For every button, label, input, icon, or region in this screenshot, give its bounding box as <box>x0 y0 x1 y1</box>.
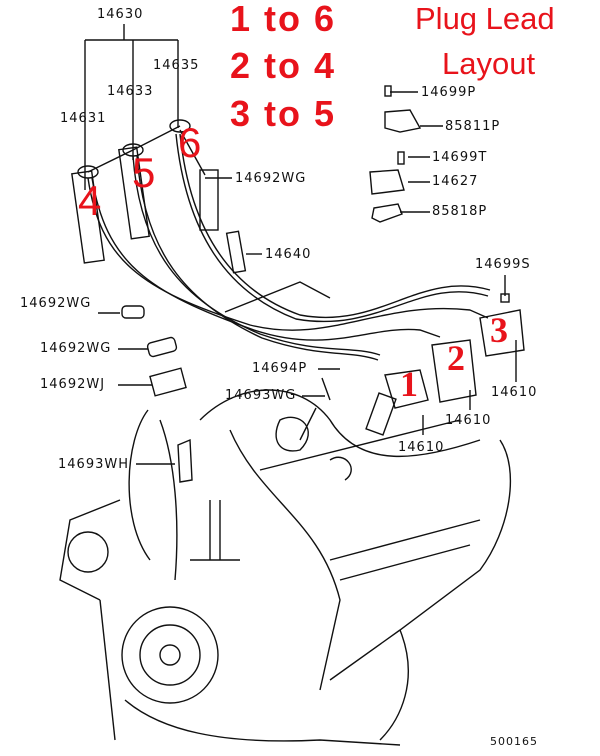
part-label-bracket-p: 85811P <box>445 119 501 134</box>
part-label-lead-5: 14633 <box>107 84 154 99</box>
part-label-lead-set: 14630 <box>97 7 144 22</box>
cylinder-number-3: 3 <box>490 310 508 350</box>
firing-pair-3-5: 3 to 5 <box>230 93 337 134</box>
clips <box>121 305 331 483</box>
part-label-nut-p: 14694P <box>252 361 308 376</box>
diagram-code: 500165 <box>490 735 538 748</box>
small-parts <box>369 85 510 303</box>
engine-block <box>59 281 512 746</box>
part-label-bolt-p: 14699P <box>421 85 477 100</box>
part-label-clip-upper: 14692WG <box>235 171 307 186</box>
part-label-clip-wh: 14693WH <box>58 457 129 472</box>
firing-pair-1-6: 1 to 6 <box>230 0 337 39</box>
part-label-clip-wj: 14692WJ <box>40 377 106 392</box>
part-label-coil-1: 14610 <box>398 440 445 455</box>
firing-pair-2-4: 2 to 4 <box>230 45 337 86</box>
part-label-bolt-t: 14699T <box>432 150 488 165</box>
title-line-1: Plug Lead <box>415 1 555 36</box>
part-label-lead-4: 14631 <box>60 111 107 126</box>
cylinder-number-6: 6 <box>178 119 202 166</box>
part-label-module: 14627 <box>432 174 479 189</box>
cylinder-number-1: 1 <box>400 364 418 404</box>
part-label-coil-3: 14610 <box>491 385 538 400</box>
part-label-bracket-818: 85818P <box>432 204 488 219</box>
cylinder-number-5: 5 <box>132 149 156 196</box>
cylinder-number-4: 4 <box>78 177 102 224</box>
title-line-2: Layout <box>442 46 536 81</box>
cylinder-number-2: 2 <box>447 338 465 378</box>
part-label-clip-wg: 14693WG <box>225 388 297 403</box>
part-label-clip-left-1: 14692WG <box>20 296 92 311</box>
part-label-spark-plug: 14640 <box>265 247 312 262</box>
part-label-lead-6: 14635 <box>153 58 200 73</box>
leader-lines <box>84 24 517 465</box>
part-label-clip-left-2: 14692WG <box>40 341 112 356</box>
plug-leads <box>87 133 491 361</box>
spark-plug-drawing <box>225 230 247 274</box>
part-label-bolt-s: 14699S <box>475 257 531 272</box>
plug-boots <box>71 119 219 264</box>
ignition-coils <box>365 309 525 436</box>
part-label-coil-2: 14610 <box>445 413 492 428</box>
